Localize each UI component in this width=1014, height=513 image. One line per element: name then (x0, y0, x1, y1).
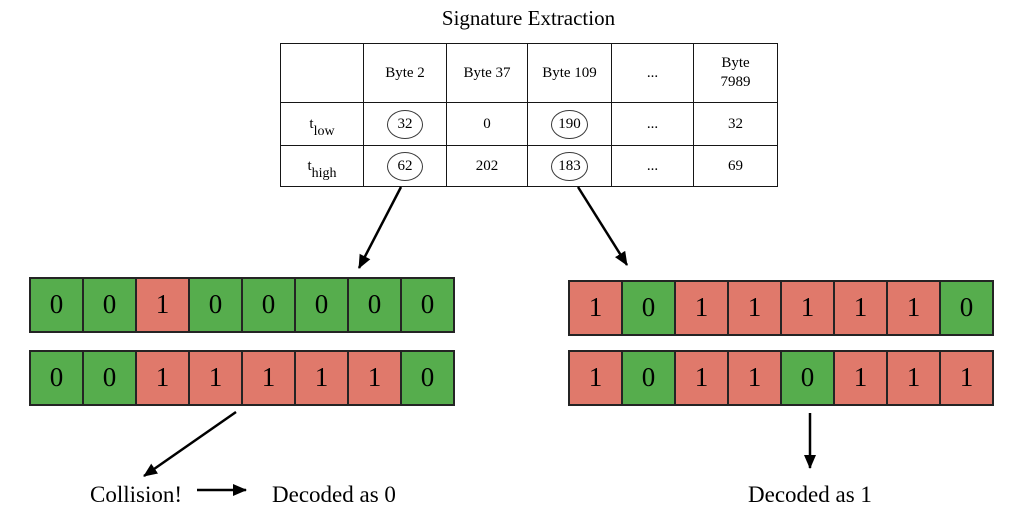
circled-value: 183 (551, 151, 588, 181)
bit-cell: 1 (888, 352, 941, 404)
column-header: Byte 2 (363, 43, 447, 103)
bit-cell: 0 (623, 282, 676, 334)
bit-cell: 1 (243, 352, 296, 404)
bit-cell: 0 (84, 279, 137, 331)
cell-value: ... (646, 157, 659, 174)
arrow-table-to-left-arrays (357, 186, 403, 269)
bit-cell: 1 (137, 352, 190, 404)
table-row: thigh 62 202 183... 69 (280, 145, 778, 187)
bit-cell: 0 (782, 352, 835, 404)
table-cell: 0 (446, 102, 528, 146)
circled-value: 190 (551, 109, 588, 139)
table-cell: 202 (446, 145, 528, 187)
arrow-left-array-to-collision (143, 410, 237, 478)
row-label: thigh (280, 145, 364, 187)
bit-cell: 0 (296, 279, 349, 331)
bit-cell: 1 (570, 352, 623, 404)
cell-value: ... (646, 115, 659, 132)
table-cell: 32 (363, 102, 447, 146)
cell-value: 0 (483, 115, 491, 132)
bit-cell: 1 (676, 282, 729, 334)
cell-value: 202 (475, 157, 499, 174)
bit-cell: 1 (190, 352, 243, 404)
bit-cell: 0 (623, 352, 676, 404)
bit-cell: 1 (782, 282, 835, 334)
bit-cell: 1 (729, 282, 782, 334)
column-header: Byte 7989 (693, 43, 778, 103)
bit-cell: 1 (676, 352, 729, 404)
figure-title: Signature Extraction (441, 6, 616, 30)
column-header (280, 43, 364, 103)
bit-cell: 0 (84, 352, 137, 404)
table-cell: 32 (693, 102, 778, 146)
circled-value: 32 (387, 109, 423, 139)
bit-cell: 1 (729, 352, 782, 404)
bit-cell: 1 (888, 282, 941, 334)
bit-cell: 1 (349, 352, 402, 404)
row-label: tlow (280, 102, 364, 146)
column-header: Byte 37 (446, 43, 528, 103)
cell-value: 32 (728, 115, 743, 132)
bit-cell: 0 (31, 352, 84, 404)
table-cell: 190 (527, 102, 612, 146)
circled-value: 62 (387, 151, 423, 181)
bit-cell: 1 (835, 282, 888, 334)
bit-cell: 0 (190, 279, 243, 331)
table-cell: ... (611, 102, 694, 146)
table-cell: ... (611, 145, 694, 187)
bit-cell: 1 (296, 352, 349, 404)
column-header: ... (611, 43, 694, 103)
bit-cell: 0 (31, 279, 84, 331)
decoded-as-0-label: Decoded as 0 (272, 482, 396, 507)
bit-cell: 0 (349, 279, 402, 331)
bit-cell: 0 (243, 279, 296, 331)
table-cell: 69 (693, 145, 778, 187)
bit-cell: 1 (570, 282, 623, 334)
table-cell: 62 (363, 145, 447, 187)
decoded-as-1-label: Decoded as 1 (748, 482, 872, 507)
column-header: Byte 109 (527, 43, 612, 103)
arrow-table-to-right-arrays (576, 186, 629, 266)
bit-cell: 0 (941, 282, 992, 334)
collision-label: Collision! (90, 482, 183, 507)
bit-cell: 1 (941, 352, 992, 404)
bit-cell: 1 (835, 352, 888, 404)
cell-value: 69 (728, 157, 743, 174)
table-cell: 183 (527, 145, 612, 187)
bit-cell: 0 (402, 279, 453, 331)
bit-cell: 0 (402, 352, 453, 404)
table-row: tlow 32 0 190... 32 (280, 102, 778, 146)
bit-cell: 1 (137, 279, 190, 331)
